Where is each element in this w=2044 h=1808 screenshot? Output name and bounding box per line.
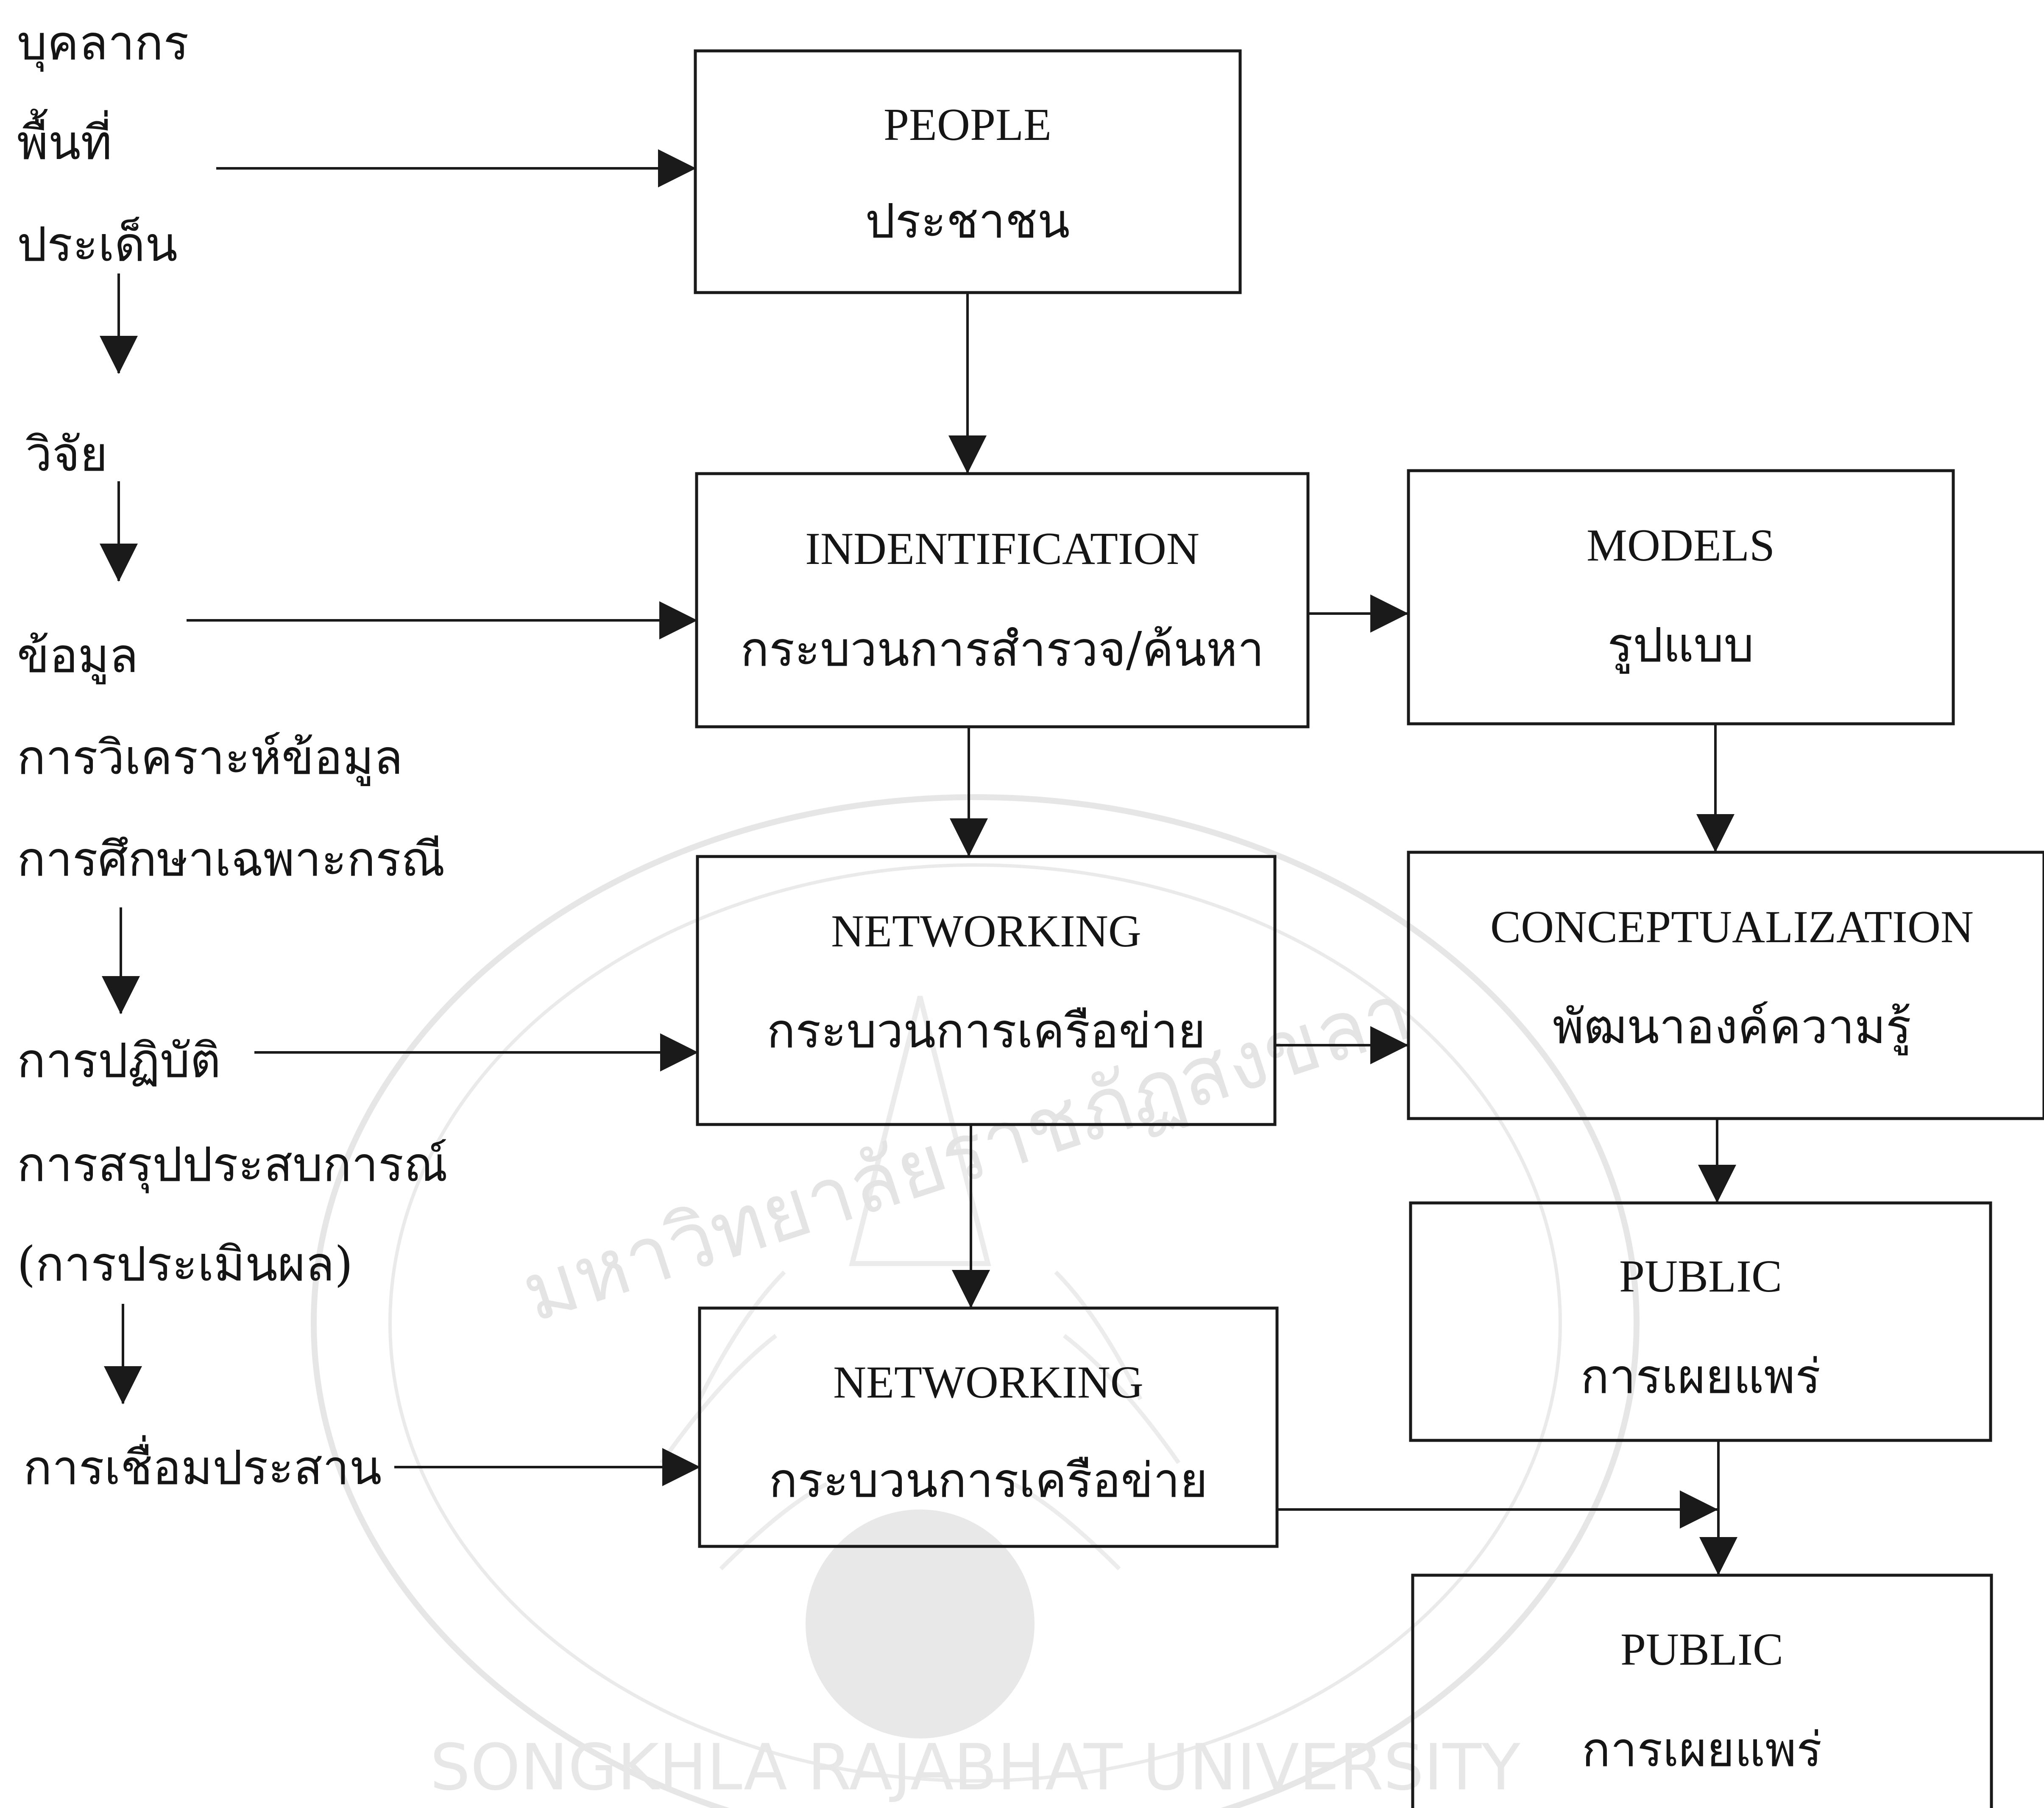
node-public-2-box	[1411, 1574, 1993, 1808]
node-models-subtitle: รูปแบบ	[1607, 618, 1754, 674]
node-models: MODELS รูปแบบ	[1407, 469, 1955, 725]
left-label-personnel: บุคลากร	[17, 16, 189, 72]
node-networking-1-box	[696, 855, 1277, 1126]
node-people-title: PEOPLE	[884, 100, 1051, 150]
left-column-arrows	[100, 273, 142, 1404]
node-connections	[948, 293, 1737, 1575]
seal-rays-icon	[659, 1270, 1181, 1571]
node-public-2: PUBLIC การเผยแพร่	[1411, 1574, 1993, 1808]
node-people: PEOPLE ประชาชน	[694, 49, 1242, 294]
left-label-case-study: การศึกษาเฉพาะกรณี	[17, 832, 445, 887]
node-networking-2: NETWORKING กระบวนการเครือข่าย	[698, 1306, 1279, 1548]
seal-stupa-icon	[849, 996, 991, 1266]
node-people-subtitle: ประชาชน	[865, 194, 1070, 249]
node-people-box	[694, 49, 1242, 294]
node-identification-subtitle: กระบวนการสำรวจ/ค้นหา	[740, 622, 1264, 677]
input-arrows	[187, 149, 700, 1486]
node-conceptualization: CONCEPTUALIZATION พัฒนาองค์ความรู้	[1407, 851, 2044, 1120]
left-label-research: วิจัย	[25, 427, 108, 482]
left-label-issue: ประเด็น	[17, 217, 178, 272]
node-identification-box	[695, 472, 1310, 728]
seal-outer-ring	[311, 794, 1640, 1808]
node-public-1-box	[1409, 1201, 1992, 1442]
node-models-box	[1407, 469, 1955, 725]
seal-inner-ring	[388, 863, 1562, 1783]
node-models-title: MODELS	[1587, 520, 1775, 571]
left-label-data: ข้อมูล	[17, 628, 138, 684]
node-networking-2-subtitle: กระบวนการเครือข่าย	[769, 1453, 1207, 1508]
node-public-1: PUBLIC การเผยแพร่	[1409, 1201, 1992, 1442]
node-networking-1-subtitle: กระบวนการเครือข่าย	[767, 1004, 1205, 1059]
node-networking-1-title: NETWORKING	[831, 906, 1141, 957]
node-conceptualization-box	[1407, 851, 2044, 1120]
watermark-text-bottom: SONGKHLA RAJABHAT UNIVERSITY	[430, 1731, 1520, 1805]
left-column: บุคลากร พื้นที่ ประเด็น วิจัย ข้อมูล การ…	[17, 16, 448, 1496]
node-networking-2-title: NETWORKING	[833, 1357, 1143, 1408]
node-networking-2-box	[698, 1306, 1279, 1548]
node-identification: INDENTIFICATION กระบวนการสำรวจ/ค้นหา	[695, 472, 1310, 728]
seal-center-emblem	[806, 1509, 1035, 1738]
left-label-area: พื้นที่	[17, 109, 112, 170]
node-networking-1: NETWORKING กระบวนการเครือข่าย	[696, 855, 1277, 1126]
node-public-2-subtitle: การเผยแพร่	[1582, 1722, 1822, 1777]
left-label-experience-summary: การสรุปประสบการณ์	[17, 1137, 448, 1194]
node-public-1-title: PUBLIC	[1619, 1251, 1782, 1302]
node-conceptualization-subtitle: พัฒนาองค์ความรู้	[1553, 999, 1911, 1055]
node-conceptualization-title: CONCEPTUALIZATION	[1490, 902, 1974, 952]
left-label-coordination: การเชื่อมประสาน	[23, 1435, 382, 1496]
left-label-evaluation: (การประเมินผล)	[17, 1237, 353, 1292]
node-public-2-title: PUBLIC	[1620, 1624, 1783, 1675]
left-label-practice: การปฏิบัติ	[17, 1033, 221, 1088]
node-identification-title: INDENTIFICATION	[805, 524, 1199, 574]
left-label-data-analysis: การวิเคราะห์ข้อมูล	[17, 730, 403, 786]
node-public-1-subtitle: การเผยแพร่	[1581, 1349, 1821, 1404]
